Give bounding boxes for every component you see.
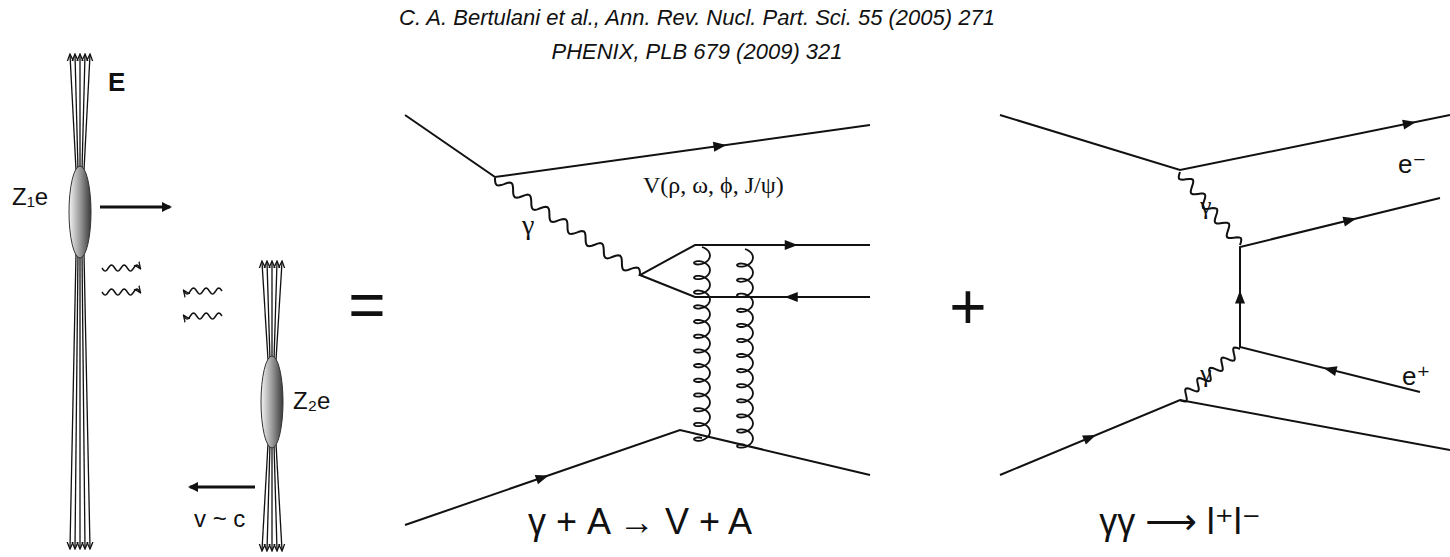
photon-label: γ: [1200, 360, 1212, 389]
lepton-line: [1240, 198, 1440, 392]
photon-line: [102, 265, 140, 271]
gluon-line: [694, 247, 710, 441]
fermion-arrow: [535, 475, 549, 484]
fermion-arrow: [1402, 120, 1416, 130]
field-line: [276, 444, 282, 550]
photon-line: [102, 289, 140, 295]
nucleus-1: [69, 166, 91, 258]
field-line: [271, 262, 272, 360]
process-label: γ + A → V + A: [528, 502, 752, 542]
gluon-line: [737, 249, 753, 448]
field-line: [75, 254, 78, 548]
nucleus-line: [405, 115, 870, 177]
fermion-arrow: [785, 292, 798, 302]
field-label: E: [108, 68, 125, 97]
fermion-arrow: [785, 240, 798, 250]
nucleus-2: [261, 356, 283, 448]
photon-line: [1180, 347, 1240, 401]
meson-label: V(ρ, ω, ϕ, J/ψ): [643, 172, 784, 198]
photon-line: [1179, 172, 1242, 245]
fermion-arrow: [1324, 366, 1338, 376]
plus-sign: +: [949, 272, 986, 342]
photon-line: [184, 313, 222, 319]
nucleus-line: [1000, 115, 1450, 170]
field-line: [84, 254, 90, 548]
field-line: [271, 444, 272, 550]
field-line: [267, 444, 270, 550]
field-line: [79, 55, 80, 170]
velocity-arrow: [190, 486, 255, 489]
process-label: γγ ⟶ l⁺l⁻: [1099, 502, 1261, 542]
photon-label: γ: [522, 210, 534, 241]
charge-label: Z₂e: [293, 388, 330, 414]
field-line: [84, 55, 90, 170]
quark-line: [640, 245, 870, 297]
electron-label: e⁻: [1398, 150, 1426, 179]
equals-sign: =: [348, 270, 385, 340]
photon-label: γ: [1200, 192, 1212, 221]
fermion-arrow: [1235, 291, 1245, 304]
fermion-arrow: [1342, 217, 1356, 227]
citation: C. A. Bertulani et al., Ann. Rev. Nucl. …: [399, 6, 995, 30]
velocity-arrow: [100, 206, 170, 209]
photon-line: [495, 178, 640, 275]
fermion-arrow: [713, 142, 727, 152]
velocity-label: v ~ c: [194, 506, 245, 532]
field-line: [267, 262, 270, 360]
field-line: [276, 262, 282, 360]
photon-line: [184, 288, 222, 294]
nucleus-line: [1000, 400, 1450, 475]
citation: PHENIX, PLB 679 (2009) 321: [551, 40, 842, 64]
field-line: [79, 254, 80, 548]
fermion-arrow: [1082, 435, 1096, 445]
positron-label: e⁺: [1402, 362, 1430, 391]
field-line: [75, 55, 78, 170]
charge-label: Z₁e: [12, 184, 48, 210]
